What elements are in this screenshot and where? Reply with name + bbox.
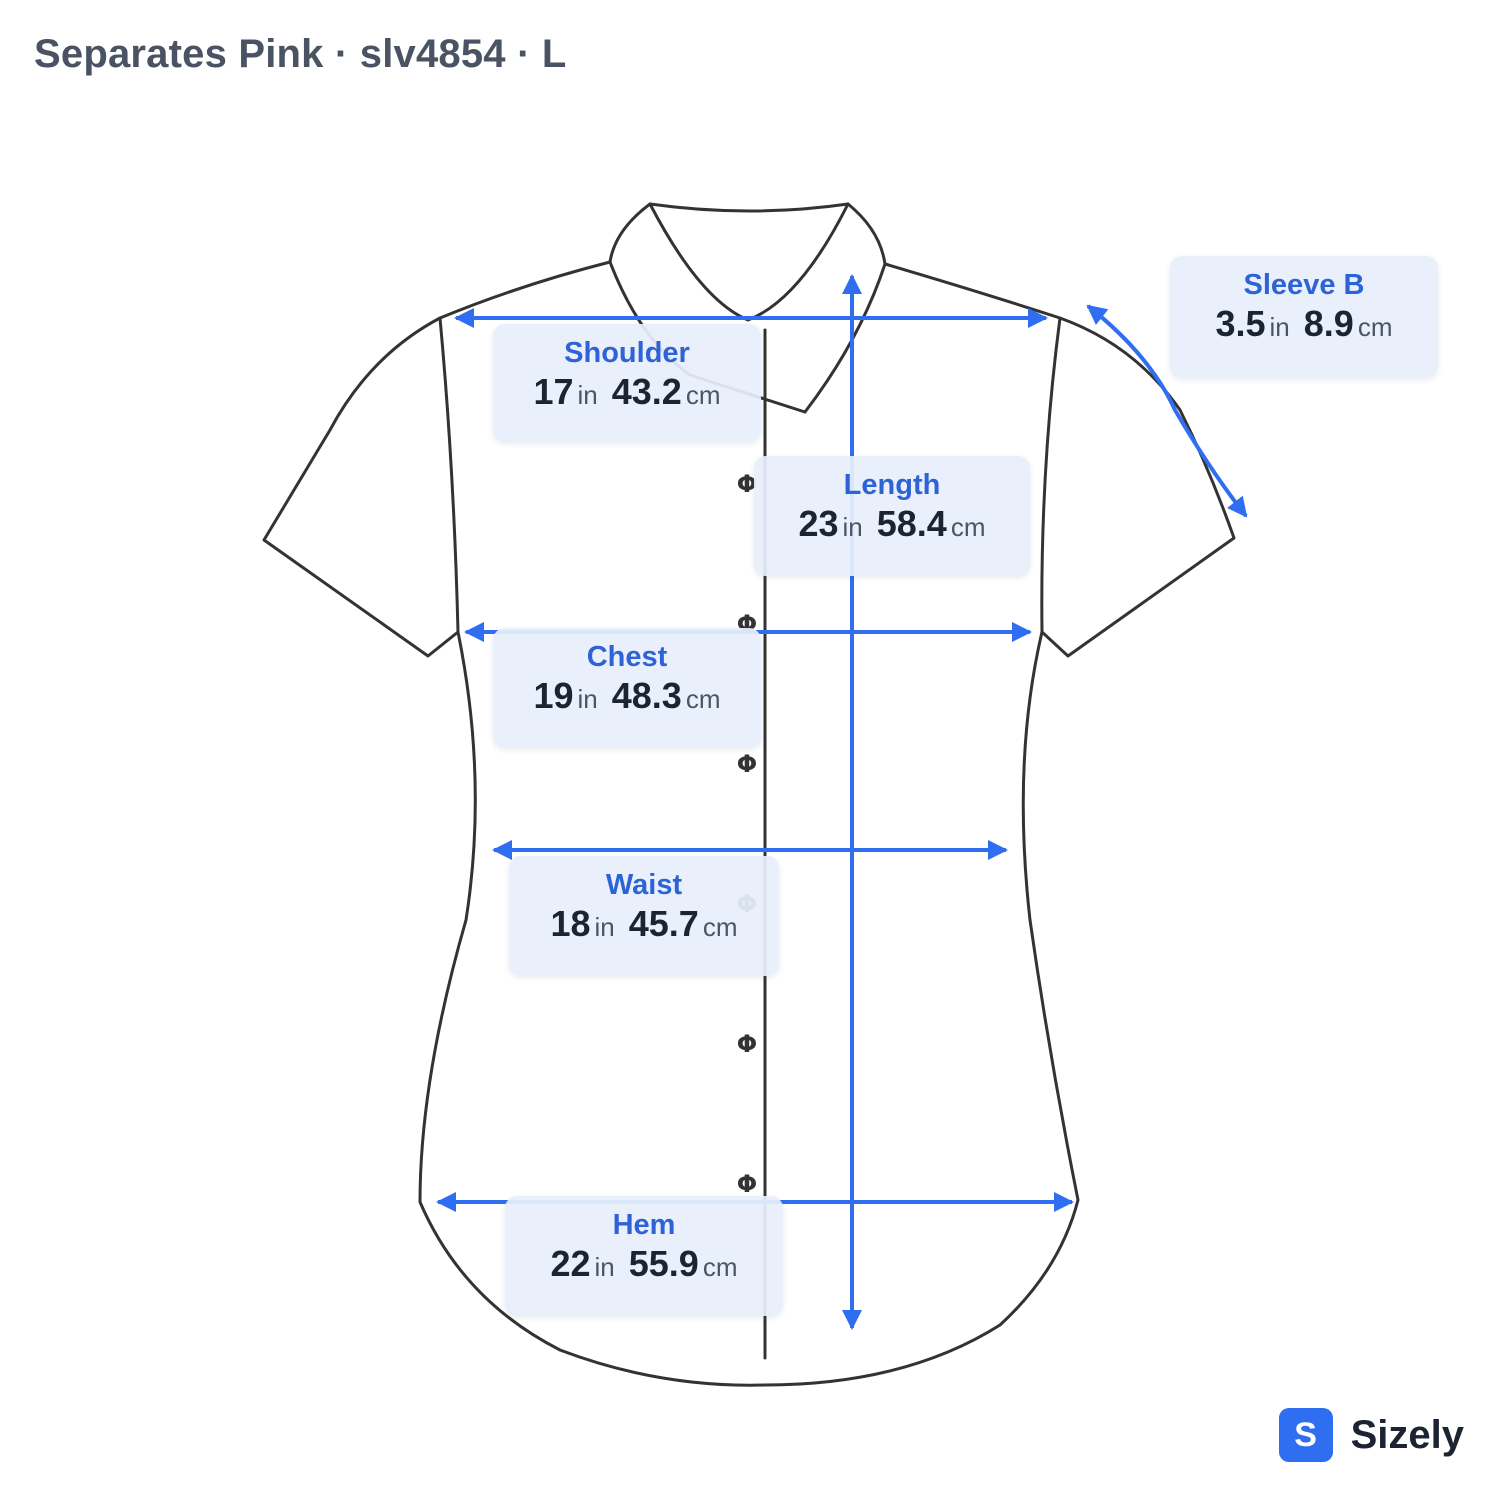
left-sleeve (262, 316, 460, 658)
collar-band (648, 202, 850, 213)
page-title: Separates Pink · slv4854 · L (34, 32, 567, 76)
button-3: Φ (737, 750, 757, 778)
hem-label: Hem (612, 1209, 676, 1241)
shoulder-in-unit: in (577, 380, 598, 410)
collar-right (803, 202, 887, 414)
waist-in-unit: in (594, 912, 615, 942)
brand-name: Sizely (1350, 1412, 1464, 1457)
chest-cm-value: 48.3 (611, 675, 682, 716)
brand-mark: S Sizely (1278, 1408, 1464, 1462)
sleeve-cm-value: 8.9 (1303, 303, 1354, 344)
length-cm-value: 58.4 (876, 503, 947, 544)
chest-in-value: 19 (533, 675, 574, 716)
sleeve-in-value: 3.5 (1215, 303, 1266, 344)
button-6: Φ (737, 1170, 757, 1198)
hem-cm-value: 55.9 (628, 1243, 699, 1284)
sleeve-label: Sleeve B (1243, 269, 1365, 301)
shirt-buttons: Φ Φ Φ Φ Φ Φ (737, 470, 757, 1198)
collar-neck (648, 202, 850, 322)
button-1: Φ (737, 470, 757, 498)
sleeve-arrow (1086, 304, 1248, 518)
brand-logo-icon: S (1278, 1408, 1333, 1462)
length-cm-unit: cm (950, 512, 986, 542)
sleeve-cm-unit: cm (1357, 312, 1393, 342)
sleeve-in-unit: in (1269, 312, 1290, 342)
hem-in-value: 22 (550, 1243, 591, 1284)
length-in-value: 23 (798, 503, 839, 544)
shoulder-in-value: 17 (533, 371, 574, 412)
chest-label: Chest (586, 641, 668, 673)
waist-cm-value: 45.7 (628, 903, 699, 944)
shoulder-cm-unit: cm (685, 380, 721, 410)
shoulder-cm-value: 43.2 (611, 371, 682, 412)
waist-cm-unit: cm (702, 912, 738, 942)
waist-in-value: 18 (550, 903, 591, 944)
chest-in-unit: in (577, 684, 598, 714)
chest-cm-unit: cm (685, 684, 721, 714)
shoulder-label: Shoulder (564, 337, 690, 369)
length-in-unit: in (842, 512, 863, 542)
hem-cm-unit: cm (702, 1252, 738, 1282)
button-5: Φ (737, 1030, 757, 1058)
waist-label: Waist (605, 869, 683, 901)
length-label: Length (843, 469, 941, 501)
hem-in-unit: in (594, 1252, 615, 1282)
